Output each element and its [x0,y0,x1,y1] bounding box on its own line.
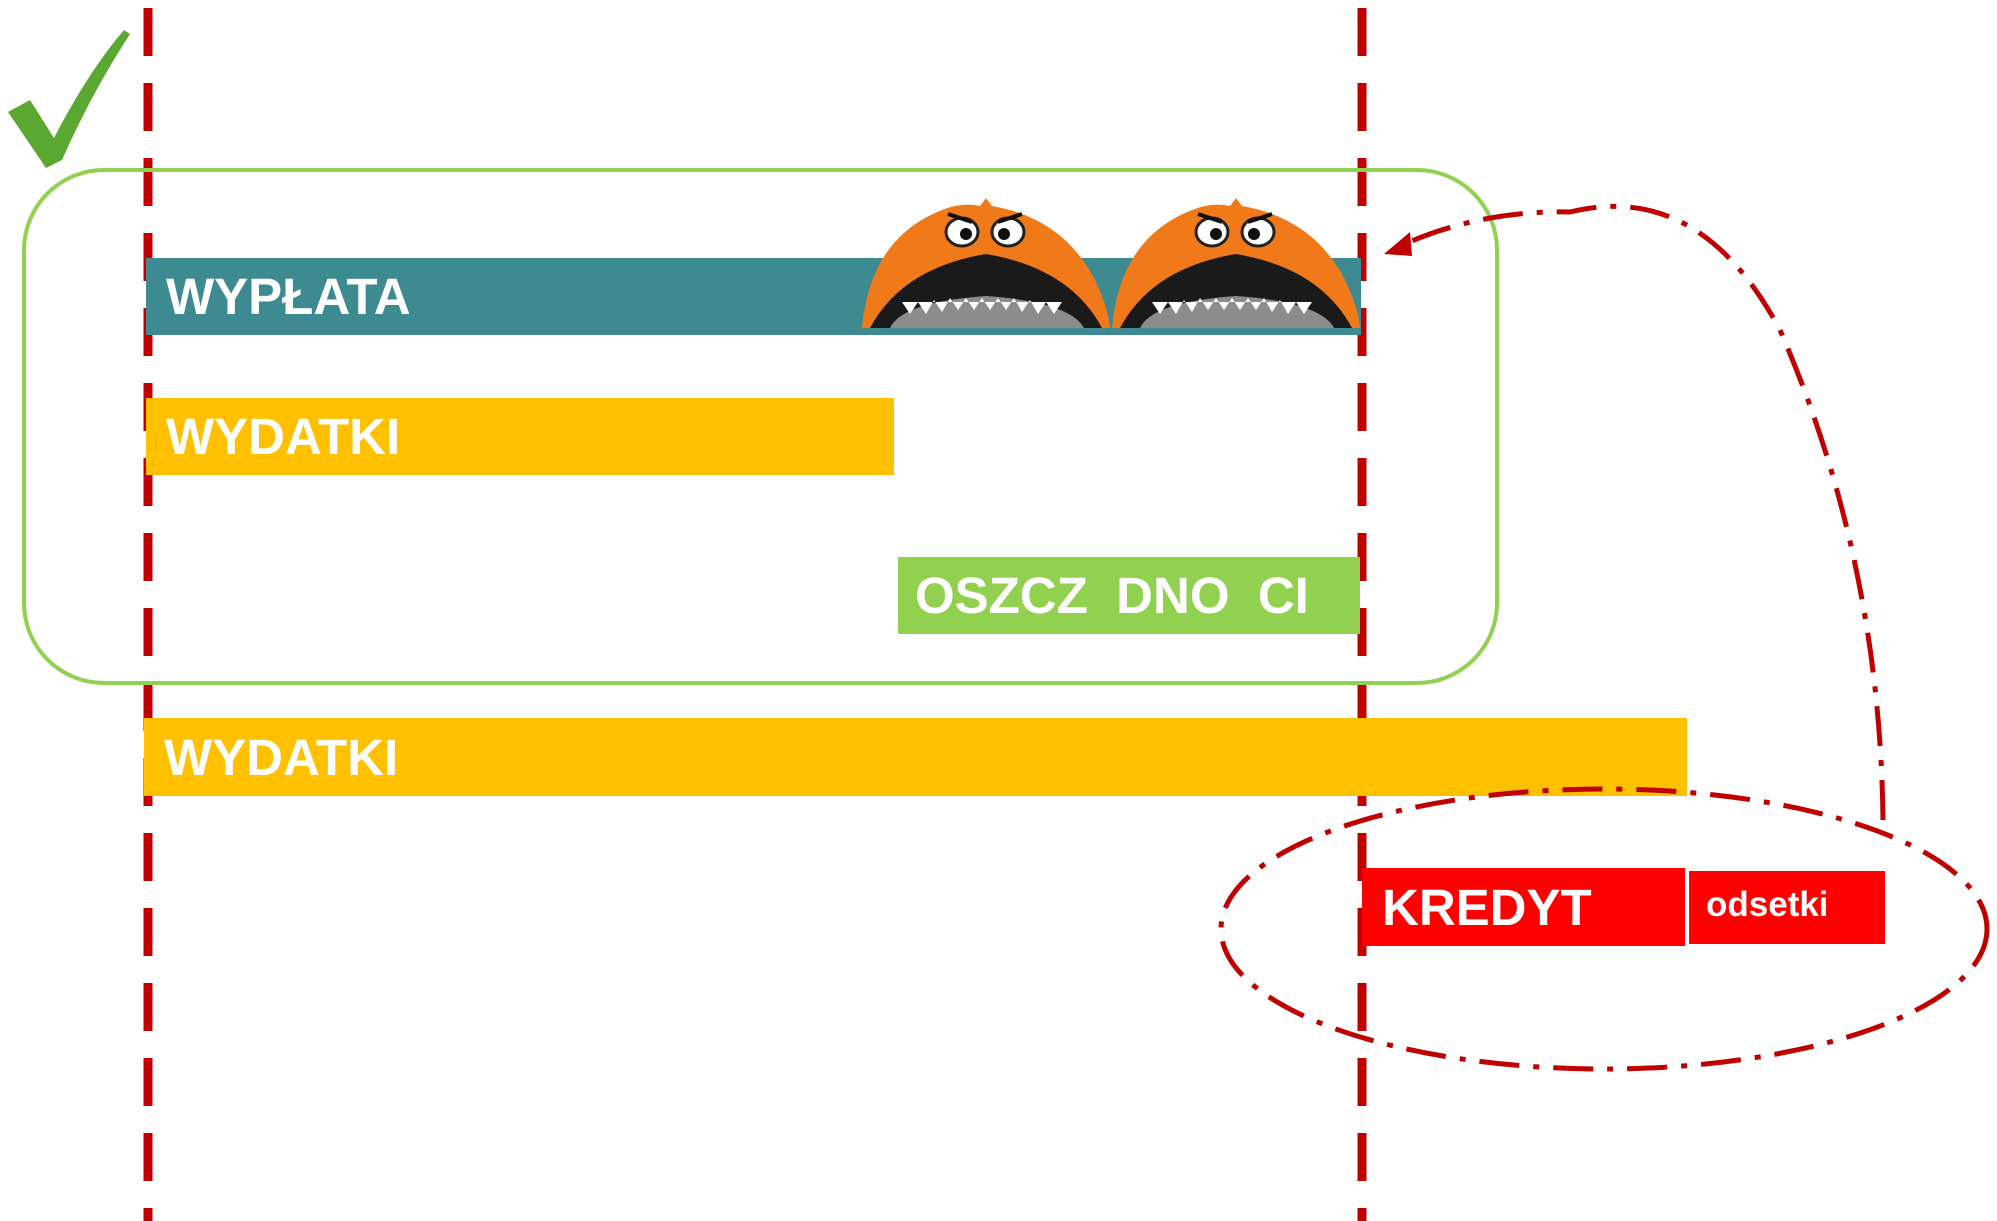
monster-icon [1110,196,1362,330]
bar-oszczednosci-label: OSZCZ DNO CI [915,567,1309,624]
budget-frame [22,168,1499,685]
bar-wydatki-bottom: WYDATKI [144,718,1687,796]
bar-odsetki: odsetki [1689,871,1885,944]
bar-oszczednosci: OSZCZ DNO CI [898,557,1360,634]
credit-highlight-ellipse [1218,786,1990,1072]
arrowhead-icon [1384,232,1412,256]
checkmark-icon [8,30,130,168]
credit-return-arrow [1398,203,1886,821]
bar-kredyt-label: KREDYT [1382,878,1592,936]
bar-wydatki-top: WYDATKI [146,398,894,475]
bar-wydatki-top-label: WYDATKI [166,408,401,465]
bar-kredyt: KREDYT [1362,868,1685,946]
bar-odsetki-label: odsetki [1706,885,1829,924]
bar-wyplata-label: WYPŁATA [166,268,411,325]
monster-icon [860,196,1112,330]
bar-wydatki-bottom-label: WYDATKI [164,728,399,786]
